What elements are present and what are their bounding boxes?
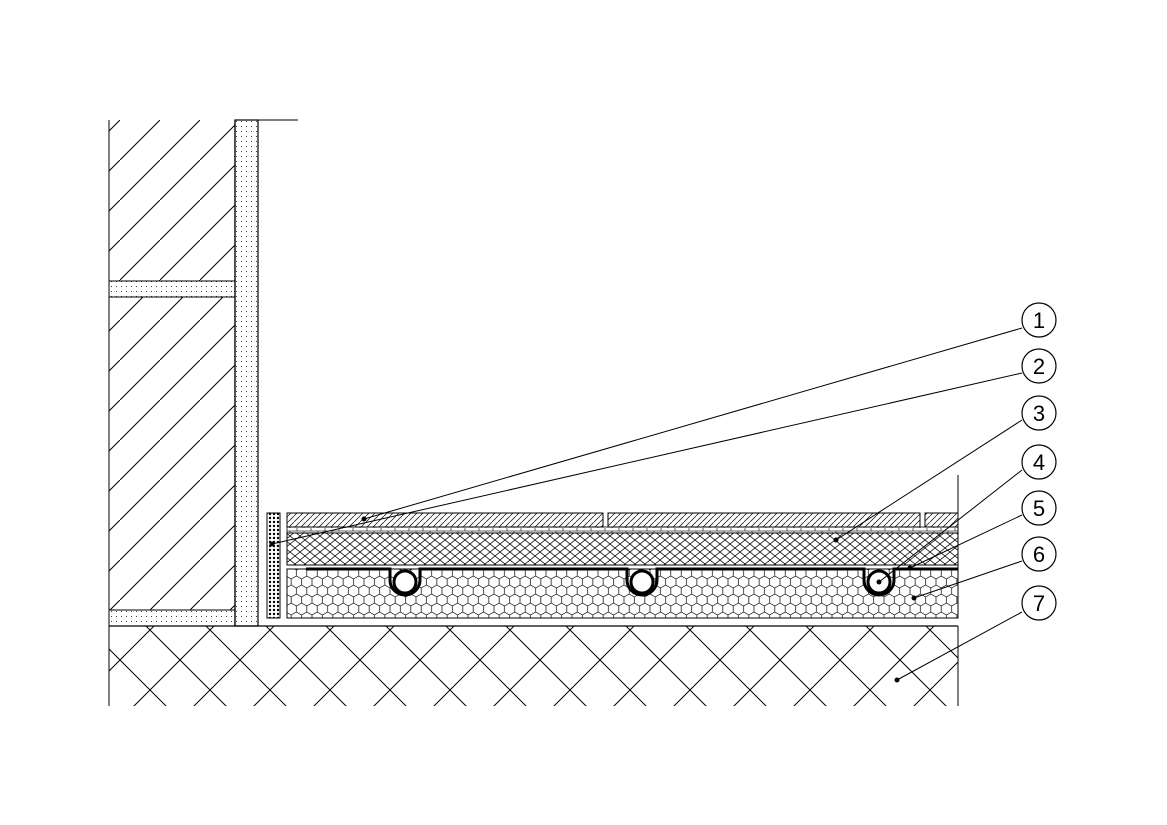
callout-1: 1 [1021,302,1057,338]
callout-6: 6 [1021,536,1057,572]
callout-3: 3 [1021,395,1057,431]
callout-2-label: 2 [1033,354,1045,379]
callout-1-label: 1 [1033,308,1045,333]
leader-lines [269,327,1023,683]
callout-5-label: 5 [1033,496,1045,521]
concrete-slab [108,625,959,706]
floor-layers [286,475,959,619]
callout-4-label: 4 [1033,450,1045,475]
callout-7-label: 7 [1033,591,1045,616]
masonry-wall [108,120,236,627]
callout-4: 4 [1021,444,1057,480]
callout-7: 7 [1021,585,1057,621]
heating-pipe [629,569,655,595]
callout-6-label: 6 [1033,542,1045,567]
heating-pipe [392,569,418,595]
edge-insulation-strip [266,512,281,619]
callout-2: 2 [1021,348,1057,384]
callout-3-label: 3 [1033,401,1045,426]
callout-5: 5 [1021,490,1057,526]
